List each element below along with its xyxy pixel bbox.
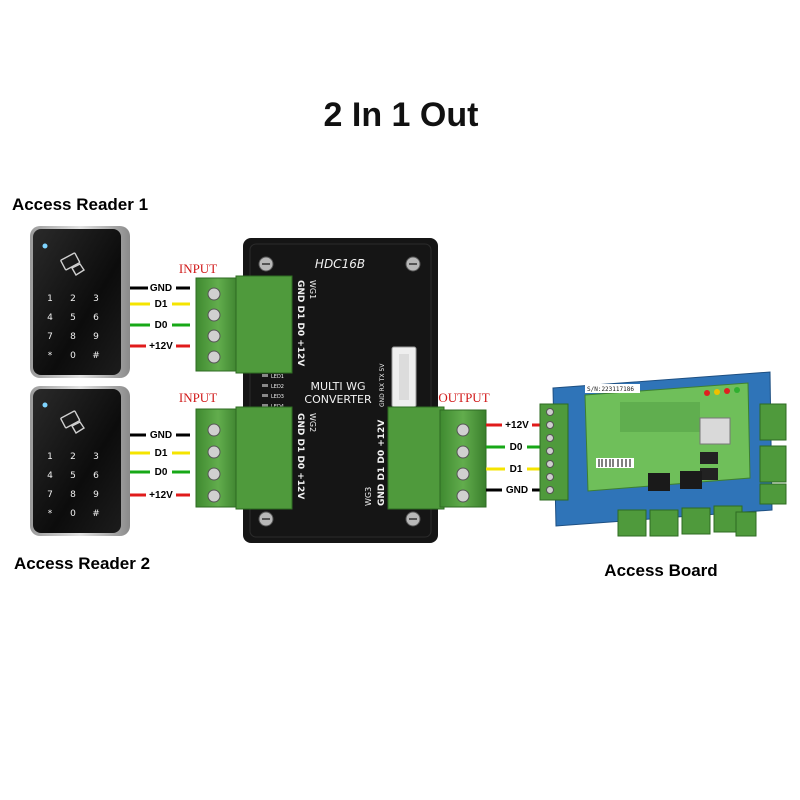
converter-name-line2: CONVERTER [304, 393, 372, 406]
svg-text:*: * [48, 351, 53, 361]
board-left-terminals [539, 403, 569, 501]
svg-text:1: 1 [47, 452, 53, 462]
input-1-label: INPUT [179, 261, 217, 276]
wg3-pin-labels: GND D1 D0 +12V [377, 420, 387, 506]
r1-wire-d1-label: D1 [155, 299, 168, 310]
r1-wire-d0-label: D0 [155, 320, 168, 331]
r1-wire-gnd-label: GND [150, 283, 172, 294]
reader-2-keypad: 1 2 3 4 5 6 7 8 9 * 0 # [47, 452, 100, 519]
svg-text:3: 3 [93, 452, 99, 462]
led2-label: LED2 [271, 384, 284, 390]
serial-pin-labels: GND RX TX 5V [379, 363, 386, 407]
access-reader-2: 1 2 3 4 5 6 7 8 9 * 0 # Access Reader 2 [14, 386, 150, 573]
card-tap-icon [60, 252, 85, 276]
reader-1-face [33, 229, 121, 375]
svg-text:7: 7 [47, 332, 53, 342]
wg1-pin-labels: GND D1 D0 +12V [295, 280, 305, 366]
svg-text:8: 8 [70, 332, 76, 342]
svg-text:1: 1 [47, 294, 53, 304]
svg-text:#: # [92, 509, 100, 519]
svg-text:4: 4 [47, 313, 53, 323]
r1-wire-12v-label: +12V [149, 341, 173, 352]
wg2-pin-labels: GND D1 D0 +12V [295, 413, 305, 499]
svg-text:2: 2 [70, 452, 76, 462]
screw-icon [258, 256, 421, 527]
board-status-leds [704, 387, 740, 396]
reader-2-wires: GND D1 D0 +12V [130, 428, 190, 501]
svg-text:6: 6 [93, 471, 99, 481]
reader-2-status-led [42, 402, 48, 408]
reader-1-label: Access Reader 1 [12, 195, 148, 214]
board-relay [648, 473, 670, 491]
r2-wire-gnd-label: GND [150, 430, 172, 441]
svg-text:3: 3 [93, 294, 99, 304]
out-wire-12v-label: +12V [505, 420, 529, 431]
r2-wire-d0-label: D0 [155, 467, 168, 478]
converter-name-line1: MULTI WG [310, 380, 365, 393]
led3-label: LED3 [271, 394, 284, 400]
input-2-label: INPUT [179, 390, 217, 405]
board-relay [680, 471, 702, 489]
out-wire-gnd-label: GND [506, 485, 528, 496]
diagram-title: 2 In 1 Out [324, 96, 479, 134]
reader-1-keypad: 1 2 3 4 5 6 7 8 9 * 0 # [47, 294, 100, 361]
out-wire-d0-label: D0 [510, 442, 523, 453]
reader-2-label: Access Reader 2 [14, 554, 150, 573]
wg2-label: WG2 [308, 413, 317, 432]
svg-text:#: # [92, 351, 100, 361]
access-board: S/N:223117186 Access Boar [539, 371, 787, 580]
r2-wire-12v-label: +12V [149, 490, 173, 501]
svg-text:9: 9 [93, 490, 99, 500]
board-right-terminals [759, 403, 787, 505]
access-board-label: Access Board [604, 561, 717, 580]
board-network-port [699, 417, 731, 445]
svg-text:5: 5 [70, 471, 76, 481]
wg3-terminal-block [387, 406, 487, 510]
svg-text:8: 8 [70, 490, 76, 500]
svg-text:9: 9 [93, 332, 99, 342]
wg3-label: WG3 [364, 487, 373, 506]
wg1-label: WG1 [308, 280, 317, 299]
led1-label: LED1 [271, 374, 284, 380]
svg-text:0: 0 [70, 509, 76, 519]
out-wire-d1-label: D1 [510, 464, 523, 475]
r2-wire-d1-label: D1 [155, 448, 168, 459]
card-tap-icon [60, 410, 85, 434]
svg-text:2: 2 [70, 294, 76, 304]
reader-2-face [33, 389, 121, 533]
svg-text:4: 4 [47, 471, 53, 481]
wg2-terminal-block [195, 406, 293, 510]
svg-text:*: * [48, 509, 53, 519]
svg-text:7: 7 [47, 490, 53, 500]
access-reader-1: Access Reader 1 1 2 3 4 5 6 7 8 9 * 0 # [12, 195, 148, 378]
reader-1-status-led [42, 243, 48, 249]
board-serial: S/N:223117186 [587, 386, 634, 393]
reader-1-wires: GND D1 D0 +12V [130, 281, 190, 352]
converter-model: HDC16B [315, 257, 365, 271]
svg-text:0: 0 [70, 351, 76, 361]
wg1-terminal-block [195, 275, 293, 374]
svg-text:6: 6 [93, 313, 99, 323]
output-label: OUTPUT [438, 390, 489, 405]
svg-text:5: 5 [70, 313, 76, 323]
board-barcode [596, 458, 634, 468]
board-bottom-terminals [617, 505, 757, 537]
